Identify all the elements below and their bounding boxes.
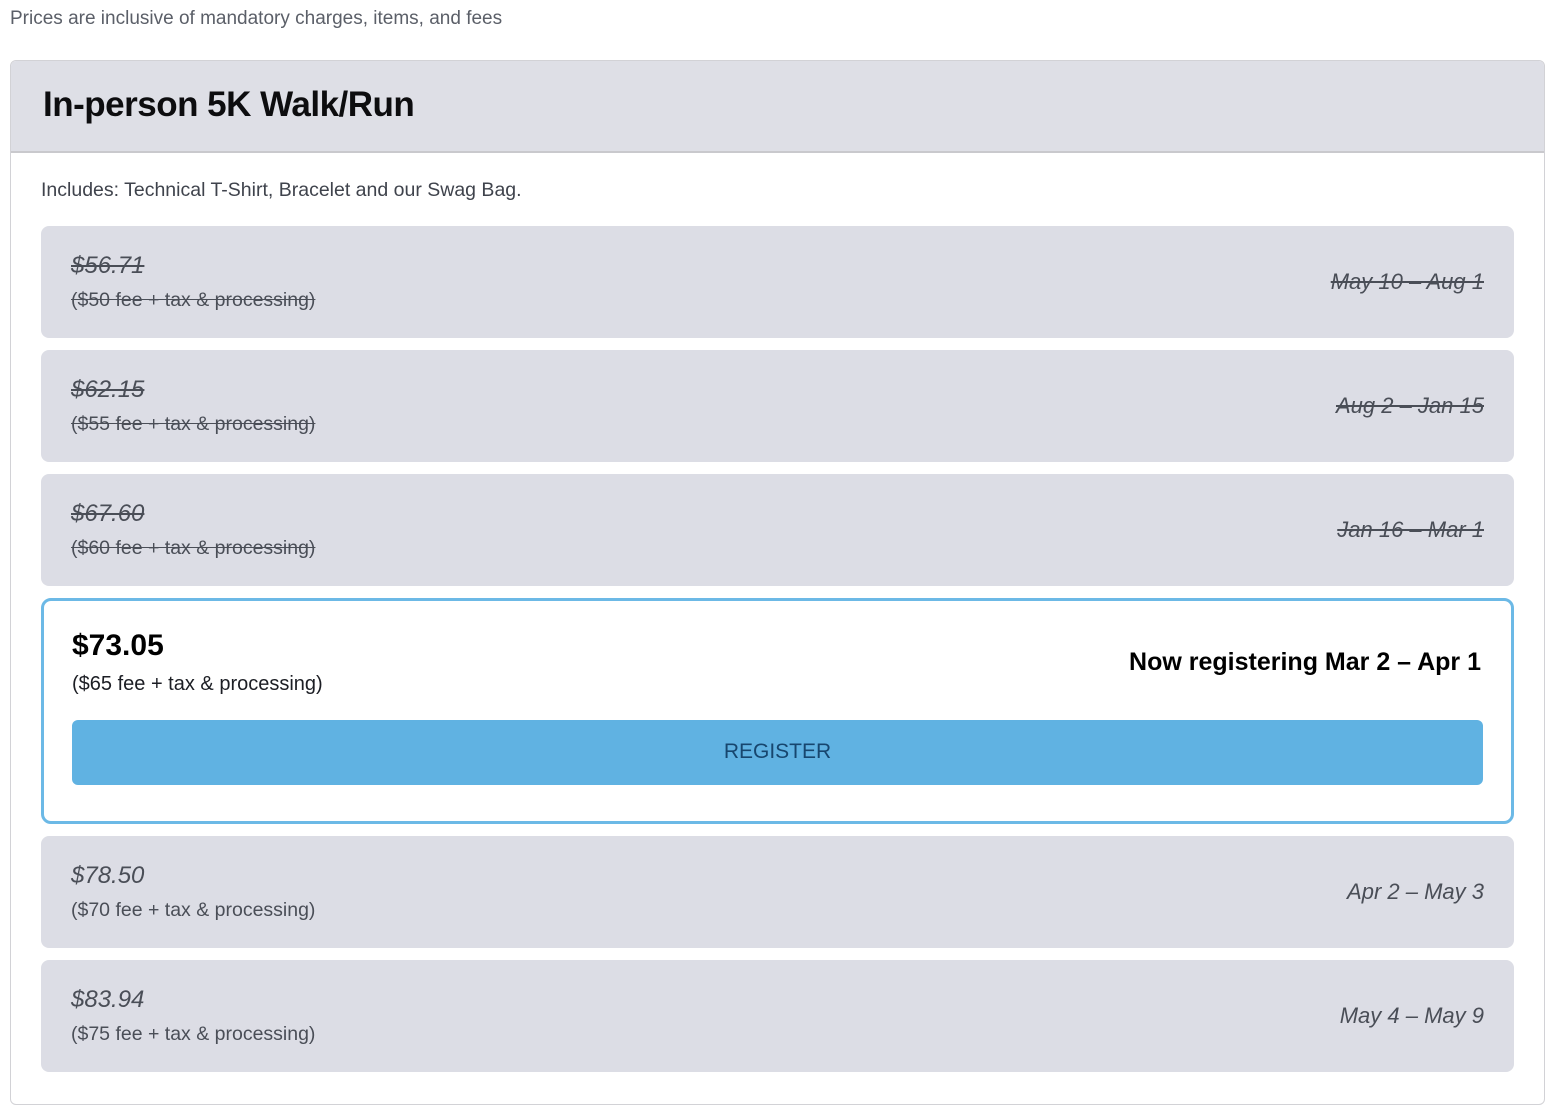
card-header: In-person 5K Walk/Run — [11, 61, 1544, 153]
card-body: Includes: Technical T-Shirt, Bracelet an… — [11, 153, 1544, 1104]
tier-fee-detail: ($50 fee + tax & processing) — [71, 289, 316, 311]
pricing-tier-past-3: $67.60 ($60 fee + tax & processing) Jan … — [41, 474, 1514, 586]
pricing-tier-future-2: $83.94 ($75 fee + tax & processing) May … — [41, 960, 1514, 1072]
active-tier-top-row: $73.05 ($65 fee + tax & processing) Now … — [72, 629, 1483, 696]
tier-date-range: May 10 – Aug 1 — [1330, 269, 1484, 294]
tier-price-block: $78.50 ($70 fee + tax & processing) — [71, 862, 315, 922]
pricing-tier-future-1: $78.50 ($70 fee + tax & processing) Apr … — [41, 836, 1514, 948]
includes-text: Includes: Technical T-Shirt, Bracelet an… — [41, 179, 522, 201]
tier-fee-detail: ($70 fee + tax & processing) — [71, 899, 316, 921]
event-title: In-person 5K Walk/Run — [43, 85, 415, 124]
tier-price-block: $56.71 ($50 fee + tax & processing) — [71, 252, 315, 312]
active-tier-fee-detail: ($65 fee + tax & processing) — [72, 673, 323, 695]
tier-price-block: $73.05 ($65 fee + tax & processing) — [72, 629, 323, 696]
tier-price: $83.94 — [71, 986, 145, 1013]
tier-date-range: Aug 2 – Jan 15 — [1335, 393, 1484, 418]
tier-fee-detail: ($60 fee + tax & processing) — [71, 537, 316, 559]
pricing-tier-past-1: $56.71 ($50 fee + tax & processing) May … — [41, 226, 1514, 338]
tier-price-block: $62.15 ($55 fee + tax & processing) — [71, 376, 315, 436]
tier-price-block: $67.60 ($60 fee + tax & processing) — [71, 500, 315, 560]
tier-price: $67.60 — [71, 500, 145, 527]
tier-price: $78.50 — [71, 862, 145, 889]
tier-fee-detail: ($75 fee + tax & processing) — [71, 1023, 316, 1045]
now-registering-label: Now registering Mar 2 – Apr 1 — [1129, 648, 1481, 676]
price-disclaimer-text: Prices are inclusive of mandatory charge… — [10, 8, 503, 29]
tier-price: $56.71 — [71, 252, 145, 279]
active-tier-price: $73.05 — [72, 629, 164, 662]
pricing-tier-past-2: $62.15 ($55 fee + tax & processing) Aug … — [41, 350, 1514, 462]
tier-date-range: Jan 16 – Mar 1 — [1337, 517, 1484, 542]
tier-price-block: $83.94 ($75 fee + tax & processing) — [71, 986, 315, 1046]
pricing-tier-active: $73.05 ($65 fee + tax & processing) Now … — [41, 598, 1514, 824]
tier-date-range: Apr 2 – May 3 — [1347, 879, 1484, 904]
tier-price: $62.15 — [71, 376, 145, 403]
event-pricing-card: In-person 5K Walk/Run Includes: Technica… — [10, 60, 1545, 1105]
tier-date-range: May 4 – May 9 — [1339, 1003, 1484, 1028]
register-button[interactable]: REGISTER — [72, 720, 1483, 785]
tier-fee-detail: ($55 fee + tax & processing) — [71, 413, 316, 435]
